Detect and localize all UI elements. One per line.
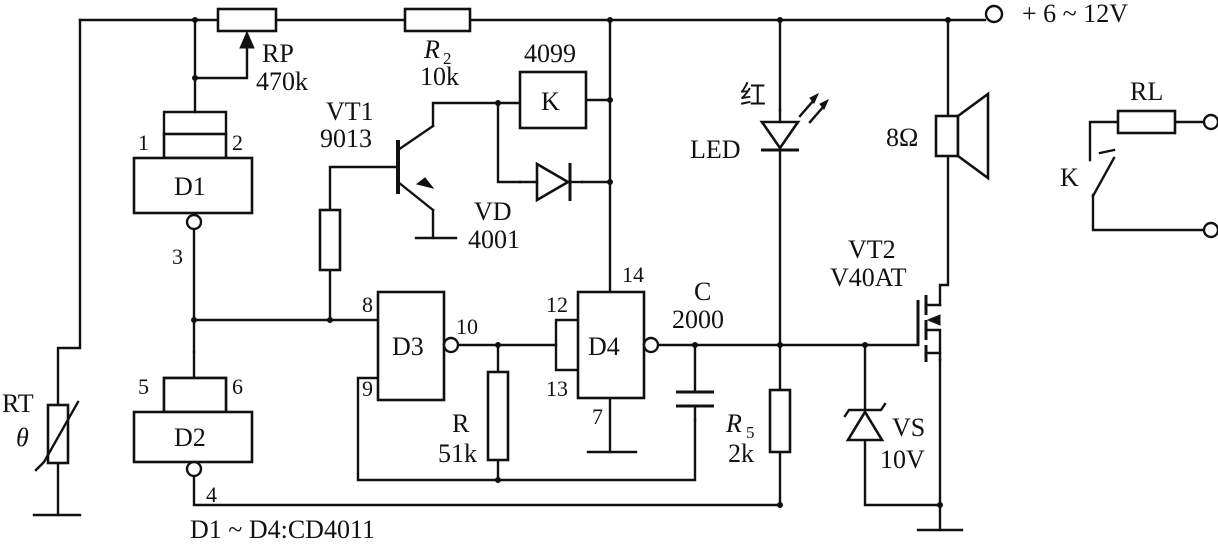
r-resistor: R 51k <box>438 370 510 468</box>
c-value: 2000 <box>672 305 724 334</box>
vt2-name: VT2 <box>848 235 896 264</box>
speaker-value: 8Ω <box>886 123 918 152</box>
gate-d1-label: D1 <box>174 172 206 201</box>
junction-dots <box>191 17 951 508</box>
relay-coil-label: K <box>541 87 560 116</box>
r-value: 51k <box>438 439 477 468</box>
gate-d3-pin-a: 8 <box>362 292 373 317</box>
gate-d2-pin-a: 5 <box>138 374 149 399</box>
gate-d4-pin-a: 12 <box>546 292 568 317</box>
r2-name: R <box>423 35 440 64</box>
vs-zener: VS 10V <box>843 402 925 474</box>
gate-d3: D3 8 9 10 <box>362 290 478 402</box>
vt1-transistor: VT1 9013 <box>320 97 435 212</box>
gate-d2: D2 5 6 4 <box>132 374 254 507</box>
r5-subscript: 5 <box>746 423 755 442</box>
led-name: LED <box>690 135 741 164</box>
c-name: C <box>694 277 711 306</box>
relay-name: 4099 <box>524 39 576 68</box>
r2-subscript: 2 <box>443 49 452 68</box>
r5-name: R <box>725 409 742 438</box>
gate-d1-pin-b: 2 <box>232 130 243 155</box>
rt-name: RT <box>2 389 34 418</box>
relay-4099: 4099 K <box>518 39 588 130</box>
gate-d2-pin-b: 6 <box>232 374 243 399</box>
led-color-label: 红 <box>740 81 766 110</box>
footnote: D1 ~ D4:CD4011 <box>190 515 375 544</box>
vt2-mosfet: VT2 V40AT <box>830 235 942 362</box>
vd-name: VD <box>474 197 512 226</box>
rl-load: RL K <box>1060 77 1218 239</box>
rt-symbol: θ <box>16 423 29 452</box>
rp-name: RP <box>262 39 294 68</box>
gate-d2-label: D2 <box>174 423 206 452</box>
rp-value: 470k <box>256 67 308 96</box>
gate-d3-label: D3 <box>392 332 424 361</box>
gate-d3-pin-b: 9 <box>362 376 373 401</box>
vs-name: VS <box>892 413 925 442</box>
gate-d4: D4 12 13 14 7 <box>546 262 660 429</box>
rp-potentiometer: RP 470k <box>216 7 308 96</box>
gate-d4-pin-b: 13 <box>546 376 568 401</box>
vt1-name: VT1 <box>326 97 374 126</box>
r5-value: 2k <box>728 439 754 468</box>
speaker: 8Ω <box>886 91 990 181</box>
vt1-base-resistor <box>318 208 342 272</box>
gate-d4-pin-gnd: 7 <box>592 404 603 429</box>
rt-thermistor: RT θ <box>2 389 80 472</box>
gate-d4-pin-vdd: 14 <box>622 262 644 287</box>
gate-d1-pin-out: 3 <box>172 244 183 269</box>
vd-type: 4001 <box>468 225 520 254</box>
c-capacitor: C 2000 <box>672 277 724 422</box>
gate-d2-pin-out: 4 <box>206 482 217 507</box>
supply-label: + 6 ~ 12V <box>1022 0 1128 28</box>
r2-resistor: R 2 10k <box>403 7 472 91</box>
vt1-type: 9013 <box>320 124 372 153</box>
vt2-type: V40AT <box>830 263 907 292</box>
gate-d3-pin-out: 10 <box>456 314 478 339</box>
rl-name: RL <box>1130 77 1163 106</box>
vd-diode: VD 4001 <box>468 161 584 254</box>
gate-d1-pin-a: 1 <box>138 130 149 155</box>
r-name: R <box>452 409 470 438</box>
rl-contact-label: K <box>1060 163 1079 192</box>
r2-value: 10k <box>420 62 459 91</box>
r5-resistor: R 5 2k <box>725 388 792 468</box>
led-indicator: 红 LED <box>690 81 830 164</box>
vs-value: 10V <box>880 445 925 474</box>
gate-d1: D1 1 2 3 <box>132 130 254 269</box>
gate-d4-label: D4 <box>588 332 620 361</box>
supply-terminal: + 6 ~ 12V <box>984 0 1128 28</box>
